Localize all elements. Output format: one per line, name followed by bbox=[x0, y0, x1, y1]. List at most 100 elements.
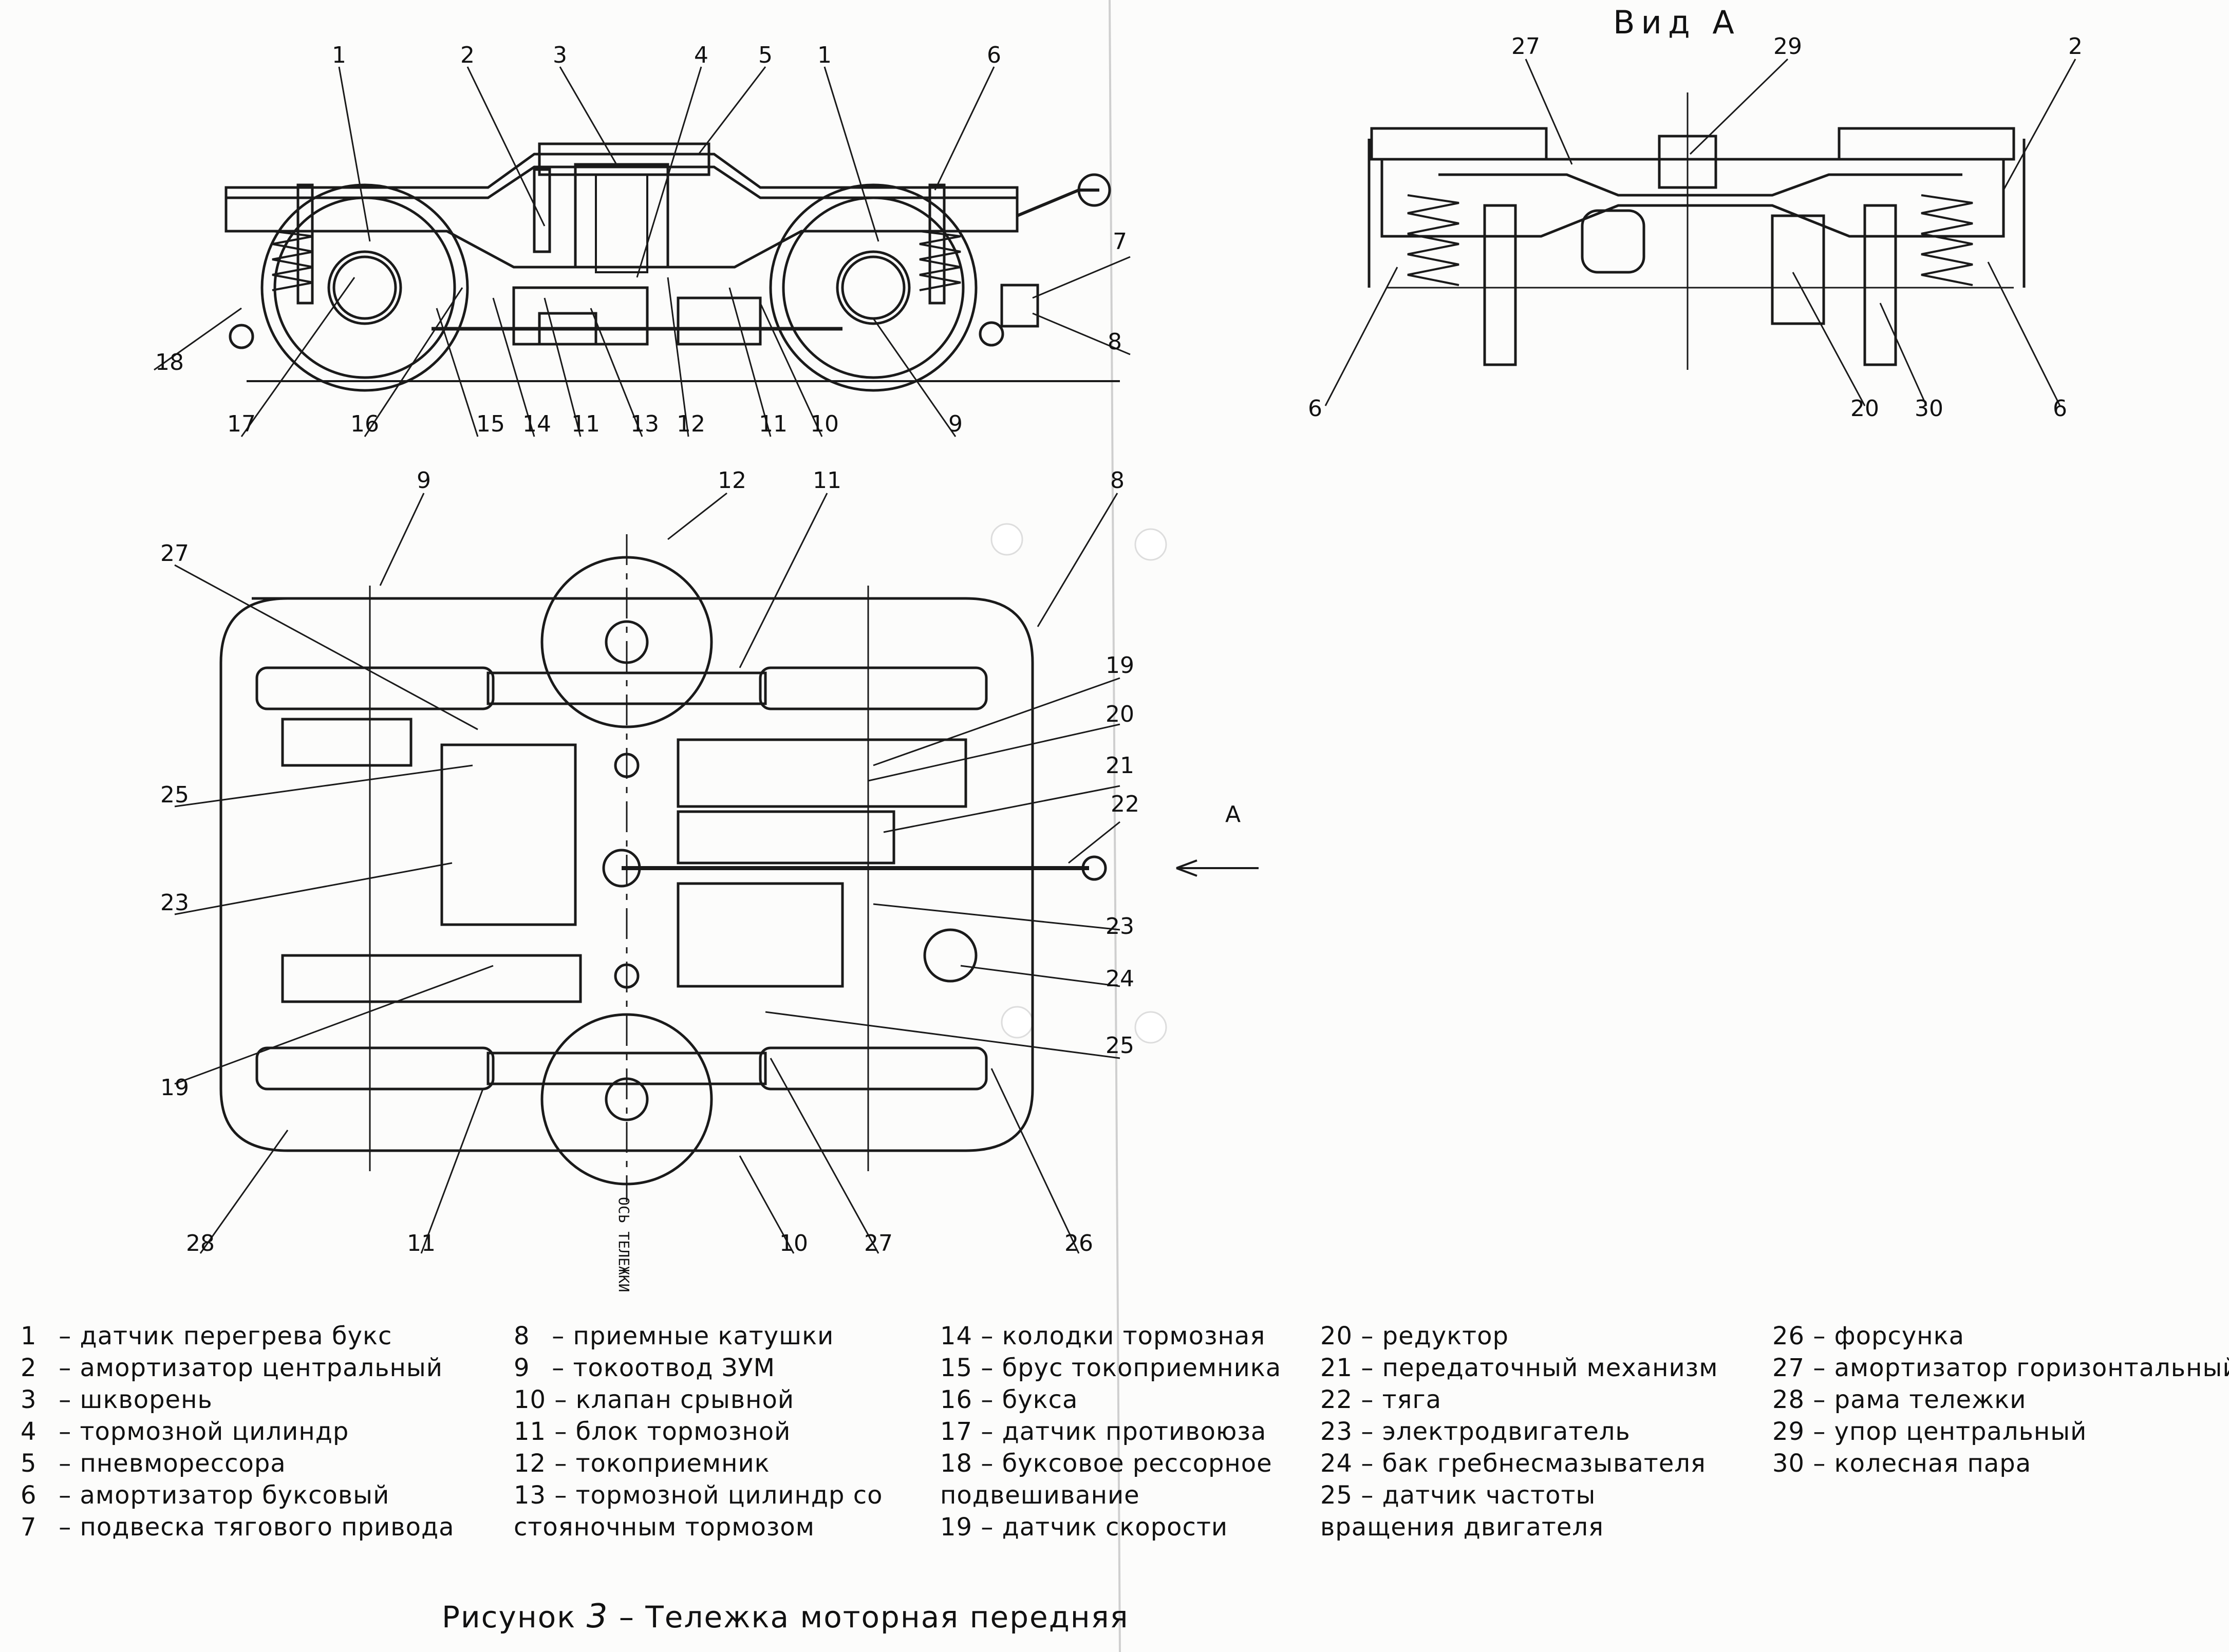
legend-dash: – bbox=[1353, 1449, 1382, 1478]
legend-dash: – bbox=[50, 1354, 80, 1382]
legend-dash: – bbox=[546, 1449, 576, 1478]
legend-item: 6 – амортизатор буксовый bbox=[21, 1479, 455, 1511]
legend-item-text: датчик частоты bbox=[1382, 1481, 1596, 1510]
callout-plan-right-7: 25 bbox=[1106, 1032, 1134, 1059]
legend-dash: – bbox=[50, 1417, 80, 1446]
callout-plan-left-4: 19 bbox=[160, 1075, 189, 1101]
legend-item: 2 – амортизатор центральный bbox=[21, 1352, 455, 1384]
legend-item-number: 19 bbox=[940, 1513, 973, 1542]
legend-item: 13 – тормозной цилиндр со bbox=[514, 1479, 883, 1511]
callout-plan-left-1: 27 bbox=[160, 540, 189, 567]
legend-item-number: 9 bbox=[514, 1354, 530, 1382]
legend-item-text: подвешивание bbox=[940, 1481, 1140, 1510]
legend-item-text: шкворень bbox=[80, 1385, 213, 1414]
callout-side-right-2: 8 bbox=[1108, 329, 1122, 355]
legend-item-number: 8 bbox=[514, 1322, 530, 1350]
callout-plan-right-4: 22 bbox=[1111, 791, 1139, 817]
callout-plan-bottom-3: 10 bbox=[779, 1230, 808, 1256]
legend-item-number: 16 bbox=[940, 1385, 973, 1414]
legend-item: 23 – электродвигатель bbox=[1320, 1416, 1718, 1448]
legend-item: 24 – бак гребнесмазывателя bbox=[1320, 1448, 1718, 1479]
legend-item-number: 20 bbox=[1320, 1322, 1353, 1350]
legend-item: подвешивание bbox=[940, 1479, 1281, 1511]
callout-view-a-bottom-4: 6 bbox=[2053, 396, 2067, 422]
callout-view-a-bottom-1: 6 bbox=[1308, 396, 1322, 422]
callout-side-bottom-5: 14 bbox=[522, 411, 551, 437]
legend-item-text: подвеска тягового привода bbox=[80, 1513, 455, 1542]
callout-plan-left-2: 25 bbox=[160, 782, 189, 808]
legend-item-number: 26 bbox=[1772, 1322, 1805, 1350]
callout-plan-right-2: 20 bbox=[1106, 701, 1134, 727]
legend-dash: – bbox=[546, 1481, 576, 1510]
callout-plan-top-2: 12 bbox=[718, 467, 746, 494]
legend-item-number: 15 bbox=[940, 1354, 973, 1382]
legend-item-number: 4 bbox=[21, 1417, 37, 1446]
legend-item: стояночным тормозом bbox=[514, 1511, 883, 1543]
legend-item: 3 – шкворень bbox=[21, 1384, 455, 1416]
legend-item-text: приемные катушки bbox=[573, 1322, 834, 1350]
callout-side-right-1: 7 bbox=[1113, 229, 1127, 255]
view-a-title: Вид А bbox=[1613, 4, 1740, 41]
legend-item: 5 – пневморессора bbox=[21, 1448, 455, 1479]
legend-item: 28 – рама тележки bbox=[1772, 1384, 2229, 1416]
side-view bbox=[224, 142, 1120, 392]
callout-side-bottom-8: 12 bbox=[677, 411, 705, 437]
legend-item-text: амортизатор буксовый bbox=[80, 1481, 390, 1510]
legend-item-text: пневморессора bbox=[80, 1449, 286, 1478]
callout-plan-bottom-5: 26 bbox=[1064, 1230, 1093, 1256]
legend-dash: – bbox=[1805, 1417, 1834, 1446]
side-view-leaders bbox=[154, 66, 1131, 437]
callout-side-bottom-10: 10 bbox=[810, 411, 839, 437]
legend-dash: – bbox=[1805, 1322, 1834, 1350]
view-a-arrow bbox=[1176, 859, 1259, 877]
legend-dash: – bbox=[50, 1322, 80, 1350]
callout-plan-bottom-4: 27 bbox=[864, 1230, 893, 1256]
callout-side-bottom-9: 11 bbox=[759, 411, 788, 437]
legend-item-text: тормозной цилиндр со bbox=[575, 1481, 883, 1510]
callout-side-top-2: 2 bbox=[460, 42, 475, 68]
callout-view-a-top-3: 2 bbox=[2068, 33, 2083, 60]
callout-view-a-bottom-2: 20 bbox=[1850, 396, 1879, 422]
legend-item-text: тормозной цилиндр bbox=[80, 1417, 349, 1446]
legend-item-number: 18 bbox=[940, 1449, 973, 1478]
legend-item-text: колодки тормозная bbox=[1002, 1322, 1266, 1350]
legend-dash: – bbox=[972, 1417, 1002, 1446]
legend-item-text: датчик противоюза bbox=[1002, 1417, 1267, 1446]
legend-item: 30 – колесная пара bbox=[1772, 1448, 2229, 1479]
callout-view-a-bottom-3: 30 bbox=[1915, 396, 1943, 422]
callout-side-top-3: 3 bbox=[553, 42, 567, 68]
callout-plan-right-1: 19 bbox=[1106, 652, 1134, 679]
legend-item-text: вращения двигателя bbox=[1320, 1513, 1604, 1542]
legend-dash: – bbox=[50, 1449, 80, 1478]
bogie-axis-label: ОСЬ ТЕЛЕЖКИ bbox=[615, 1197, 632, 1292]
legend-item-number: 27 bbox=[1772, 1354, 1805, 1382]
legend-item: 20 – редуктор bbox=[1320, 1320, 1718, 1352]
legend-item-number: 25 bbox=[1320, 1481, 1353, 1510]
callout-plan-right-6: 24 bbox=[1106, 966, 1134, 992]
legend-item: 25 – датчик частоты bbox=[1320, 1479, 1718, 1511]
legend-item-text: клапан срывной bbox=[575, 1385, 795, 1414]
legend-item-text: букса bbox=[1002, 1385, 1078, 1414]
legend-item: 22 – тяга bbox=[1320, 1384, 1718, 1416]
legend-item-number: 22 bbox=[1320, 1385, 1353, 1414]
legend-item-number: 30 bbox=[1772, 1449, 1805, 1478]
legend-item-text: буксовое рессорное bbox=[1002, 1449, 1272, 1478]
legend-item: 1 – датчик перегрева букс bbox=[21, 1320, 455, 1352]
legend-item-number: 10 bbox=[514, 1385, 547, 1414]
legend-dash: – bbox=[50, 1513, 80, 1542]
legend-item: 18 – буксовое рессорное bbox=[940, 1448, 1281, 1479]
legend-dash: – bbox=[544, 1322, 573, 1350]
caption-prefix: Рисунок bbox=[442, 1600, 576, 1635]
legend-dash: – bbox=[1805, 1354, 1834, 1382]
legend-item-text: тяга bbox=[1382, 1385, 1442, 1414]
callout-plan-bottom-2: 11 bbox=[407, 1230, 436, 1256]
plan-view bbox=[219, 534, 1107, 1202]
legend-item-text: амортизатор центральный bbox=[80, 1354, 443, 1382]
legend-dash: – bbox=[1353, 1417, 1382, 1446]
callout-side-top-5: 5 bbox=[758, 42, 773, 68]
